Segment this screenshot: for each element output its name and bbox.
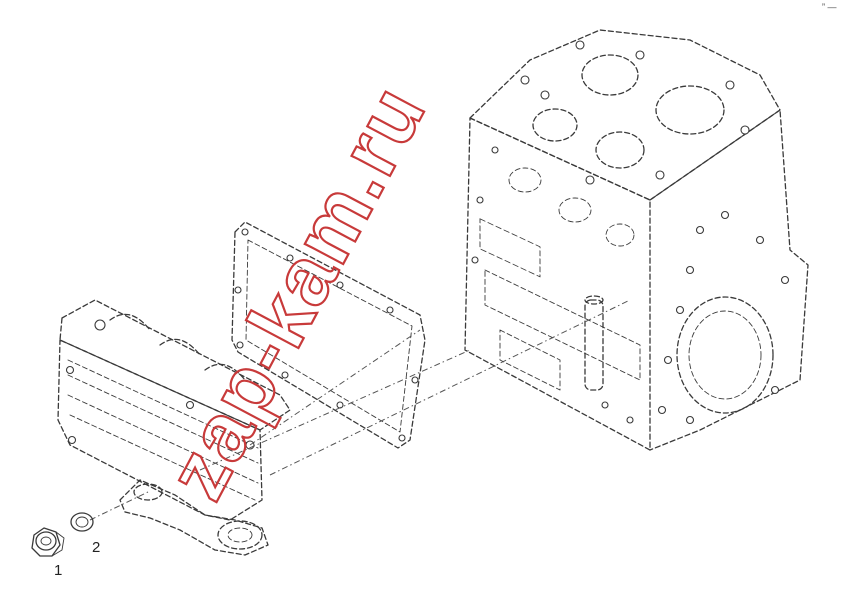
leader-lines (89, 299, 631, 521)
sealing-washer (70, 512, 94, 532)
oil-pan (57, 299, 291, 556)
engine-block (464, 29, 809, 451)
callout-2: 2 (92, 539, 100, 556)
callout-1: 1 (54, 562, 62, 579)
drain-plug (31, 527, 65, 557)
oil-pan-gasket (231, 221, 426, 449)
corner-mark: ” — (822, 2, 837, 12)
